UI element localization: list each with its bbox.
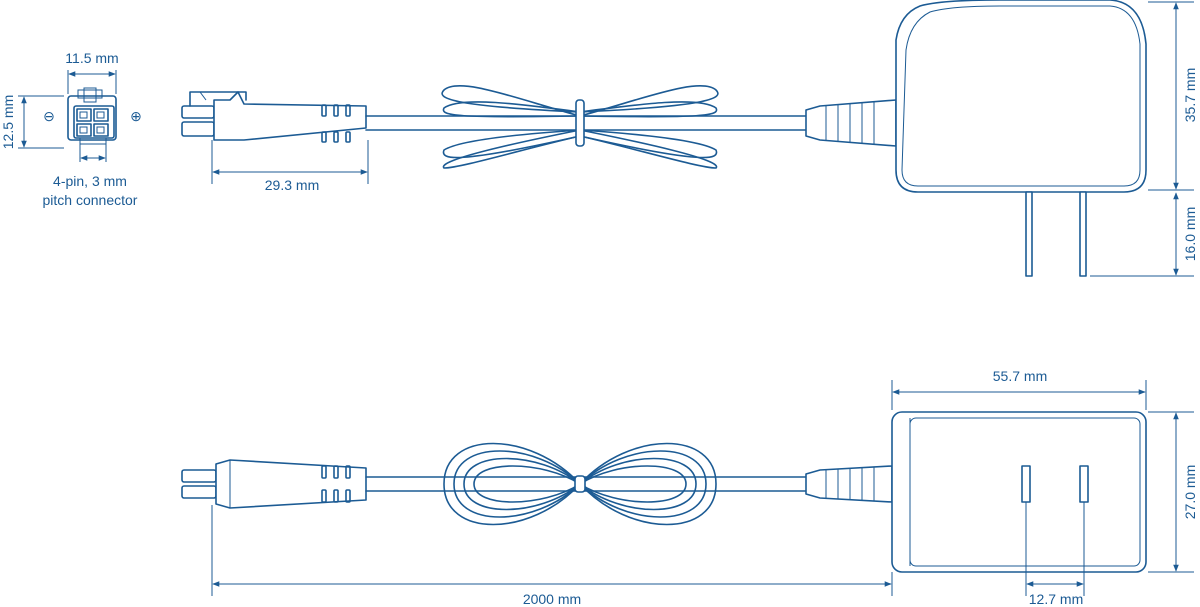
strain-relief-side [805,99,897,147]
cable-length-label: 2000 mm [523,591,581,607]
side-view: 29.3 mm 35.7 mm 16.0 mm [181,0,1198,277]
plug-grip-slots-top [321,465,351,503]
adapter-body-side [895,0,1147,193]
connector-height-label: 12.5 mm [0,95,16,149]
plug-pins-top [181,469,217,499]
coiled-cable-top [443,442,717,526]
dc-plug-body-top [215,459,367,509]
top-view: 55.7 mm 27.0 mm 2000 mm 12.7 mm [181,368,1198,607]
prong-spacing-label: 12.7 mm [1029,591,1083,607]
dc-plug-body [213,91,367,141]
adapter-width-label: 55.7 mm [993,368,1047,384]
adapter-depth-label: 27.0 mm [1182,465,1198,519]
plus-symbol: ⊕ [130,108,142,124]
strain-relief-ribs [825,102,875,144]
connector-caption-line2: pitch connector [43,192,138,208]
connector-caption-line1: 4-pin, 3 mm [53,173,127,189]
adapter-height-label: 35.7 mm [1182,68,1198,122]
minus-symbol: ⊖ [43,108,55,124]
connector-pins [76,108,109,137]
plug-grip-slots [321,104,351,143]
plug-length-label: 29.3 mm [265,177,319,193]
prong-length-label: 16.0 mm [1182,207,1198,261]
adapter-prongs-side [1025,191,1087,277]
coiled-cable-side [441,85,719,169]
connector-width-label: 11.5 mm [65,50,118,66]
strain-relief-ribs-top [825,467,875,501]
connector-end-view: ⊖ ⊕ 11.5 mm 12.5 mm 4-pin, 3 mm pitch co… [0,50,142,208]
strain-relief-top [805,465,893,503]
adapter-body-top [891,411,1147,573]
